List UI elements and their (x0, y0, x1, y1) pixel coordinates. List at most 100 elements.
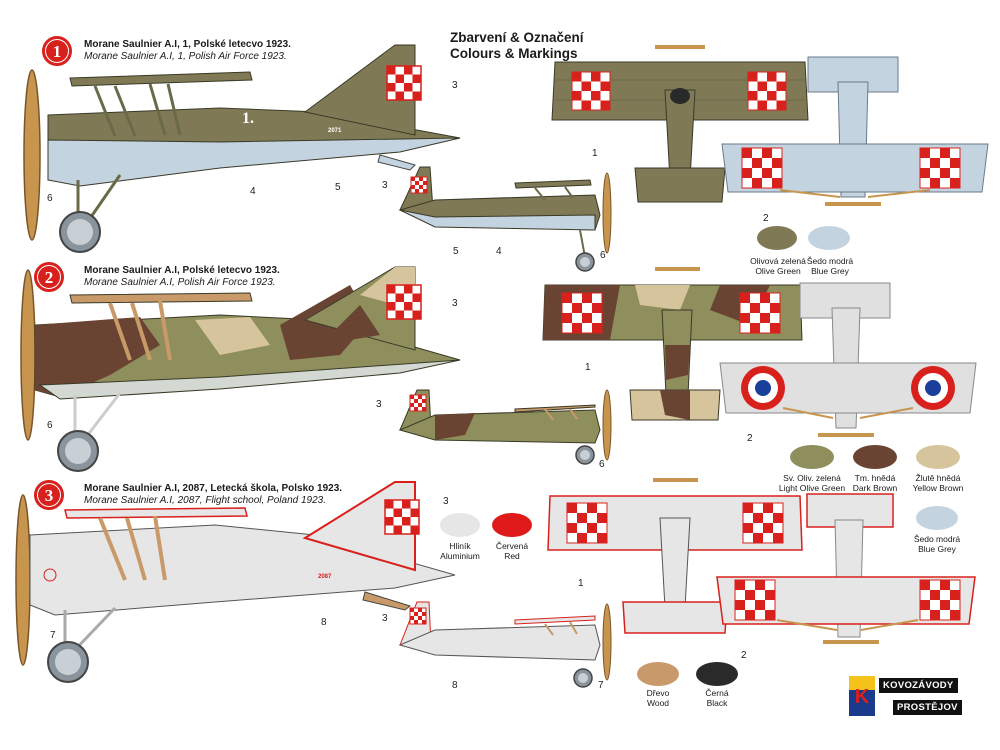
swatch-1-a-label: Olivová zelená Olive Green (750, 256, 806, 276)
scheme-3-side-profile (15, 481, 456, 683)
swatch-3-d-en: Black (706, 698, 728, 708)
logo-emblem-stripe (849, 676, 875, 690)
callout-s2-prop: 6 (47, 420, 53, 431)
scheme-2-title-en: Morane Saulnier A.I, Polish Air Force 19… (84, 277, 276, 288)
scheme-2-number: 2 (38, 266, 60, 288)
callout-s1-small-a: 5 (453, 246, 459, 257)
callout-s1-small-prop: 6 (600, 250, 606, 261)
scheme-3-underside-view (716, 493, 976, 644)
scheme-2-badge: 2 (34, 262, 64, 292)
callout-s3-small-serial: 8 (452, 680, 458, 691)
scheme-3-number: 3 (38, 484, 60, 506)
callout-s1-serial: 5 (335, 182, 341, 193)
callout-s1-small-tail: 3 (382, 180, 388, 191)
swatch-2-c-label: Žlutě hnědá Yellow Brown (913, 473, 964, 493)
swatch-3-c-label: Dřevo Wood (647, 688, 670, 708)
swatch-2-b-label: Tm. hnědá Dark Brown (853, 473, 897, 493)
swatch-olive-green (757, 226, 797, 250)
swatch-3-c-en: Wood (646, 698, 670, 708)
callout-s2-tail: 3 (452, 298, 458, 309)
swatch-wood (637, 662, 679, 686)
callout-s2-small-tail: 3 (376, 399, 382, 410)
scheme-3-title-en: Morane Saulnier A.I, 2087, Flight school… (84, 495, 327, 506)
logo-brand: KOVOZÁVODY (879, 678, 958, 693)
callout-s1-prop: 6 (47, 193, 53, 204)
kovozavody-logo: K KOVOZÁVODY PROSTĚJOV (849, 676, 981, 716)
logo-city: PROSTĚJOV (893, 700, 962, 715)
swatch-blue-grey-2 (916, 506, 958, 530)
callout-s1-under: 2 (763, 213, 769, 224)
heading-cz: Zbarvení & Označení (450, 30, 584, 45)
scheme-2-title-cz: Morane Saulnier A.I, Polské letecvo 1923… (84, 265, 280, 276)
swatch-yellow-brown (916, 445, 960, 469)
scheme-1-underside-view (721, 56, 989, 206)
scheme-2-side-profile (20, 266, 461, 472)
swatch-2-a-label: Sv. Oliv. zelená Light Olive Green (779, 473, 845, 493)
scheme-1-badge: 1 (42, 36, 72, 66)
swatch-2-a-en: Light Olive Green (778, 483, 846, 493)
scheme-1-number: 1 (46, 40, 68, 62)
scheme-1-serial: 2071 (328, 128, 342, 134)
swatch-2-d-cz: Šedo modrá (913, 534, 961, 544)
swatch-dark-brown (853, 445, 897, 469)
swatch-2-d-en: Blue Grey (918, 544, 956, 554)
swatch-3-b-en: Red (504, 551, 520, 561)
callout-s2-small-prop: 6 (599, 459, 605, 470)
swatch-3-c-cz: Dřevo (646, 688, 670, 698)
callout-s3-top: 1 (578, 578, 584, 589)
callout-s2-top: 1 (585, 362, 591, 373)
callout-s3-tail: 3 (443, 496, 449, 507)
callout-s1-small-b: 4 (496, 246, 502, 257)
scheme-1-small-side-profile (398, 166, 612, 272)
swatch-3-b-cz: Červená (495, 541, 529, 551)
swatch-2-b-cz: Tm. hnědá (854, 473, 896, 483)
scheme-2-top-view (542, 267, 803, 421)
swatch-2-b-en: Dark Brown (852, 483, 898, 493)
scheme-2-underside-view (719, 282, 977, 437)
swatch-2-c-en: Yellow Brown (912, 483, 964, 493)
callout-s1-top: 1 (592, 148, 598, 159)
swatch-1-b-en: Blue Grey (811, 266, 849, 276)
scheme-3-top-view (547, 478, 803, 634)
scheme-3-serial: 2087 (318, 574, 332, 580)
callout-s1-fuselage: 4 (250, 186, 256, 197)
scheme-3-small-side-profile (398, 601, 612, 688)
scheme-3-badge: 3 (34, 480, 64, 510)
swatch-2-d-label: Šedo modrá Blue Grey (914, 534, 960, 554)
swatch-1-b-label: Šedo modrá Blue Grey (807, 256, 853, 276)
heading-en: Colours & Markings (450, 46, 578, 61)
scheme-3-title-cz: Morane Saulnier A.I, 2087, Letecká škola… (84, 483, 343, 494)
scheme-2-small-side-profile (398, 389, 612, 465)
callout-s3-small-tail: 3 (382, 613, 388, 624)
swatch-aluminium (440, 513, 480, 537)
swatch-black (696, 662, 738, 686)
swatch-1-b-cz: Šedo modrá (806, 256, 854, 266)
swatch-3-a-label: Hliník Aluminium (440, 541, 480, 561)
scheme-1-title-en: Morane Saulnier A.I, 1, Polish Air Force… (84, 51, 287, 62)
swatch-3-d-label: Černá Black (705, 688, 728, 708)
swatch-2-c-cz: Žlutě hnědá (915, 473, 961, 483)
swatch-3-b-label: Červená Red (496, 541, 528, 561)
scheme-1-fuselage-number: 1. (242, 110, 254, 127)
callout-s3-small-prop: 7 (598, 680, 604, 691)
logo-emblem: K (849, 676, 875, 716)
checkerboard-marking (386, 65, 422, 101)
swatch-3-d-cz: Černá (705, 688, 729, 698)
swatch-3-a-cz: Hliník (449, 541, 471, 551)
swatch-3-a-en: Aluminium (440, 551, 480, 561)
callout-s3-prop: 7 (50, 630, 56, 641)
swatch-blue-grey-1 (808, 226, 850, 250)
swatch-red (492, 513, 532, 537)
swatch-1-a-cz: Olivová zelená (750, 256, 806, 266)
scheme-1-title-cz: Morane Saulnier A.I, 1, Polské letecvo 1… (84, 39, 291, 50)
swatch-light-olive (790, 445, 834, 469)
scheme-1-top-view (551, 45, 809, 203)
swatch-1-a-en: Olive Green (755, 266, 801, 276)
scheme-1-side-profile (23, 44, 461, 253)
swatch-2-a-cz: Sv. Oliv. zelená (783, 473, 841, 483)
callout-s1-tail: 3 (452, 80, 458, 91)
callout-s2-under: 2 (747, 433, 753, 444)
logo-letter: K (854, 686, 870, 708)
callout-s3-serial: 8 (321, 617, 327, 628)
callout-s3-under: 2 (741, 650, 747, 661)
